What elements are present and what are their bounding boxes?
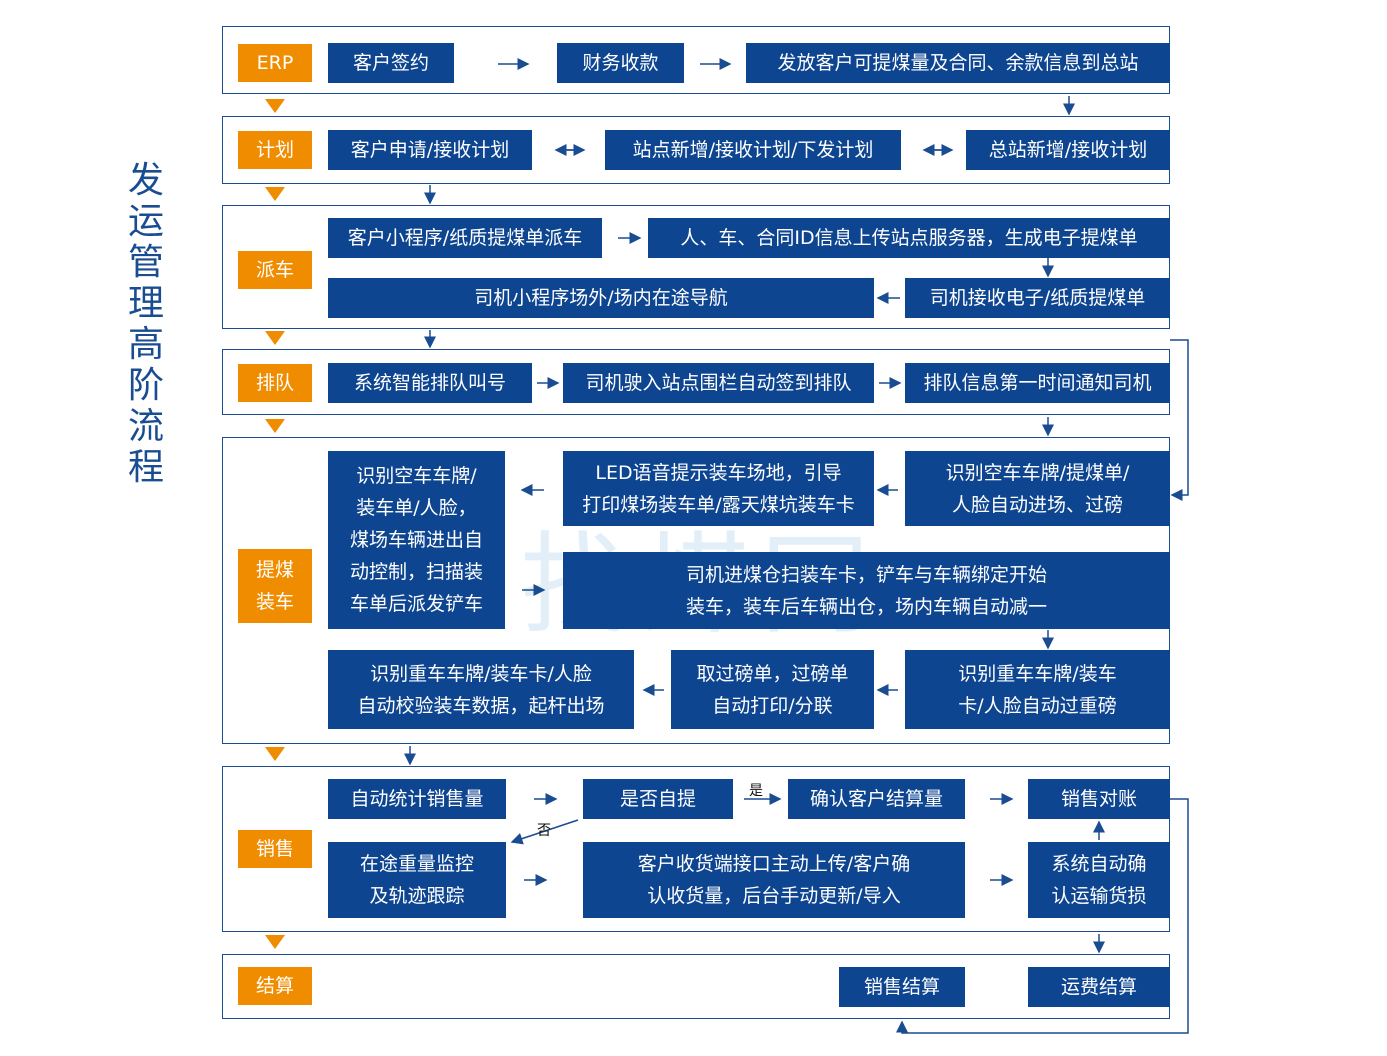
- stage-queue: 排队: [238, 364, 312, 402]
- stage-settle: 结算: [238, 967, 312, 1005]
- box-silo-loading: 司机进煤仓扫装车卡，铲车与车辆绑定开始 装车，装车后车辆出仓，场内车辆自动减一: [563, 552, 1170, 629]
- box-transit-monitor: 在途重量监控 及轨迹跟踪: [328, 842, 506, 918]
- box-upload-info: 人、车、合同ID信息上传站点服务器，生成电子提煤单: [648, 218, 1170, 258]
- box-self-pickup: 是否自提: [583, 779, 733, 819]
- box-auto-signin: 司机驶入站点围栏自动签到排队: [563, 363, 874, 403]
- stage-load: 提煤 装车: [238, 549, 312, 623]
- box-notify-driver: 排队信息第一时间通知司机: [905, 363, 1170, 403]
- box-driver-receive: 司机接收电子/纸质提煤单: [905, 278, 1170, 318]
- box-heavy-truck-weigh: 识别重车车牌/装车 卡/人脸自动过重磅: [905, 650, 1170, 729]
- box-dispatch-app: 客户小程序/纸质提煤单派车: [328, 218, 602, 258]
- box-sales-stats: 自动统计销售量: [328, 779, 506, 819]
- box-smart-queue: 系统智能排队叫号: [328, 363, 532, 403]
- box-driver-nav: 司机小程序场外/场内在途导航: [328, 278, 874, 318]
- box-customer-sign: 客户签约: [328, 43, 454, 83]
- box-led-guide: LED语音提示装车场地，引导 打印煤场装车单/露天煤坑装车卡: [563, 451, 874, 526]
- box-confirm-settlement: 确认客户结算量: [788, 779, 965, 819]
- box-receipt-upload: 客户收货端接口主动上传/客户确 认收货量，后台手动更新/导入: [583, 842, 965, 918]
- yes-label: 是: [749, 783, 763, 799]
- stage-erp: ERP: [238, 44, 312, 82]
- box-issue-quota: 发放客户可提煤量及合同、余款信息到总站: [746, 43, 1170, 83]
- no-label: 否: [537, 823, 551, 839]
- box-transport-loss: 系统自动确 认运输货损: [1028, 842, 1170, 918]
- box-station-plan: 站点新增/接收计划/下发计划: [605, 130, 901, 170]
- stage-sales: 销售: [238, 830, 312, 868]
- stage-down-arrows: [265, 99, 285, 949]
- stage-plan: 计划: [238, 131, 312, 169]
- box-sales-reconcile: 销售对账: [1028, 779, 1170, 819]
- box-finance-receipt: 财务收款: [557, 43, 684, 83]
- box-hq-plan: 总站新增/接收计划: [966, 130, 1170, 170]
- stage-dispatch: 派车: [238, 251, 312, 289]
- box-freight-settlement: 运费结算: [1028, 967, 1170, 1007]
- box-heavy-truck-exit: 识别重车车牌/装车卡/人脸 自动校验装车数据，起杆出场: [328, 650, 634, 729]
- frame-dispatch: [222, 205, 1170, 329]
- box-empty-truck-control: 识别空车车牌/ 装车单/人脸， 煤场车辆进出自 动控制，扫描装 车单后派发铲车: [328, 451, 505, 629]
- box-customer-plan: 客户申请/接收计划: [328, 130, 532, 170]
- box-empty-truck-weigh: 识别空车车牌/提煤单/ 人脸自动进场、过磅: [905, 451, 1170, 526]
- page-title: 发运管理高阶流程: [127, 160, 164, 488]
- box-sales-settlement: 销售结算: [839, 967, 965, 1007]
- box-weigh-slip: 取过磅单，过磅单 自动打印/分联: [671, 650, 874, 729]
